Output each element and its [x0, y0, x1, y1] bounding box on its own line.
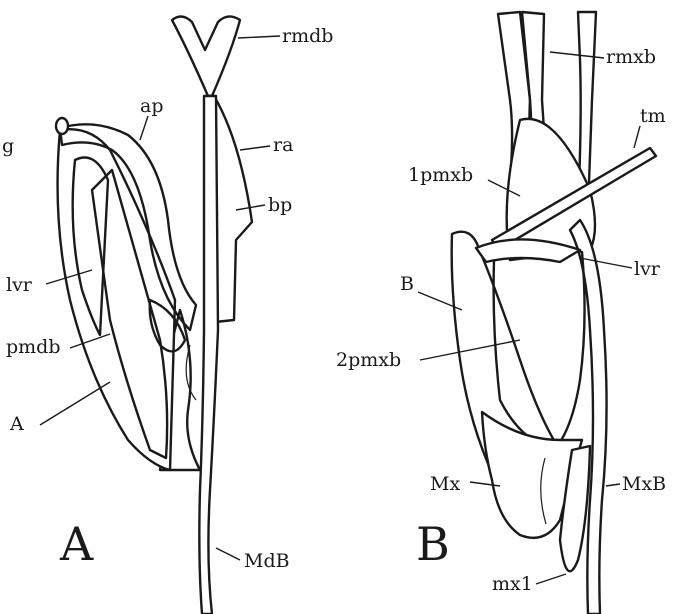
- panel-letter-a: A: [59, 517, 94, 571]
- label-lvr-b: lvr: [634, 258, 661, 280]
- panel-b: rmxb tm 1pmxb lvr B 2pmxb Mx MxB mx1 B: [336, 12, 666, 614]
- mandible-shaft: [199, 96, 218, 614]
- label-1pmxb: 1pmxb: [408, 164, 473, 186]
- label-b-pointer: B: [400, 273, 414, 295]
- label-pmdb: pmdb: [6, 336, 61, 358]
- label-rmdb: rmdb: [282, 25, 333, 47]
- rmdb-muscle: [172, 16, 240, 96]
- label-ap: ap: [140, 95, 164, 117]
- label-mxb: MxB: [622, 473, 666, 495]
- label-g: g: [2, 135, 14, 157]
- label-bp: bp: [268, 194, 292, 216]
- label-lvr-a: lvr: [6, 274, 33, 296]
- label-mx: Mx: [430, 473, 460, 495]
- label-ra: ra: [273, 134, 293, 156]
- g-knob: [56, 118, 68, 134]
- label-rmxb: rmxb: [606, 46, 656, 68]
- label-tm: tm: [640, 105, 666, 127]
- label-mdb: MdB: [244, 550, 290, 572]
- label-2pmxb: 2pmxb: [336, 349, 401, 371]
- panel-a: rmdb ap g ra bp lvr pmdb A MdB A: [2, 16, 333, 614]
- panel-letter-b: B: [416, 517, 450, 571]
- mandible-body: [58, 129, 175, 470]
- label-mx1: mx1: [492, 573, 533, 595]
- label-a-pointer: A: [9, 413, 24, 435]
